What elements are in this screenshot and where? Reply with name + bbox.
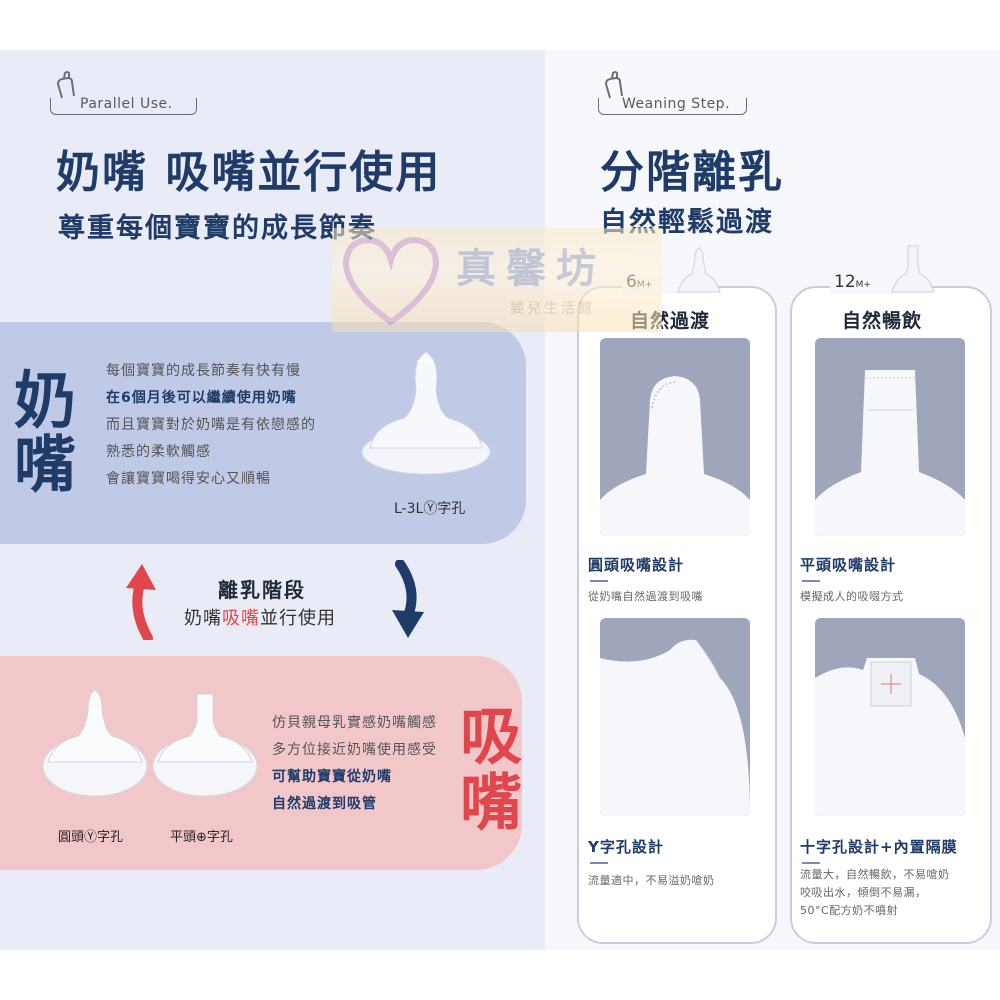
up-arrow-icon (126, 564, 156, 640)
card-12m-feature2-desc-1: 流量大，自然暢飲，不易嗆奶 (800, 868, 950, 881)
nipple-product-image (361, 351, 491, 475)
card-12m-feature2-title: 十字孔設計+內置隔膜 (800, 838, 958, 856)
spout-line-4: 自然過渡到吸管 (272, 796, 377, 812)
flat-spout-photo (815, 338, 965, 536)
store-watermark: 真馨坊 嬰兒生活館 (332, 228, 662, 332)
nipple-line-1: 每個寶寶的成長節奏有快有慢 (106, 363, 301, 379)
spout-big-char-1: 吸 (460, 700, 523, 773)
transition-nipple: 奶嘴 (184, 608, 222, 629)
divider (802, 580, 820, 582)
round-spout-photo (600, 338, 750, 536)
card-12m-feature1-desc: 模擬成人的吸啜方式 (800, 590, 904, 603)
transition-spout: 吸嘴 (222, 608, 260, 629)
nipple-line-5: 會讓寶寶喝得安心又順暢 (106, 471, 271, 487)
flat-spout-thumbnail (891, 245, 935, 293)
tag-underline (50, 98, 197, 115)
card-6m-feature2-desc: 流量適中，不易溢奶嗆奶 (588, 874, 715, 887)
card-12m-feature2-desc: 流量大，自然暢飲，不易嗆奶 咬吸出水，傾倒不易漏， 50°C配方奶不噴射 (800, 866, 950, 920)
left-title: 奶嘴 吸嘴並行使用 (56, 147, 442, 198)
spout-line-3: 可幫助寶寶從奶嘴 (272, 769, 392, 785)
transition-subtitle: 奶嘴吸嘴並行使用 (184, 604, 336, 630)
card-6m-feature1-title: 圓頭吸嘴設計 (588, 556, 685, 574)
round-spout-label: 圓頭Ⓨ字孔 (58, 830, 124, 845)
flat-spout-image (152, 693, 258, 797)
nipple-description: 每個寶寶的成長節奏有快有慢 在6個月後可以繼續使用奶嘴 而且寶寶對於奶嘴是有依戀… (106, 358, 316, 493)
card-12m-feature1-title: 平頭吸嘴設計 (800, 556, 897, 574)
flat-spout-label: 平頭⊕字孔 (170, 830, 233, 845)
card-6m-feature2-title: Y字孔設計 (588, 838, 664, 856)
nipple-big-char-2: 嘴 (14, 428, 77, 501)
left-subtitle: 尊重每個寶寶的成長節奏 (58, 213, 377, 244)
down-arrow-icon (392, 560, 424, 638)
nipple-line-4: 熟悉的柔軟觸感 (106, 444, 211, 460)
watermark-brand: 真馨坊 (456, 245, 606, 292)
divider (590, 862, 608, 864)
divider (802, 862, 820, 864)
spout-description: 仿貝親母乳實感奶嘴觸感 多方位接近奶嘴使用感受 可幫助寶寶從奶嘴 自然過渡到吸管 (272, 710, 437, 818)
spout-big-char-2: 嘴 (460, 766, 523, 839)
nipple-product-label: L-3LⓎ字孔 (394, 501, 466, 517)
age-badge-bg (830, 268, 894, 294)
parallel-use-tag: Parallel Use. (80, 96, 173, 112)
transition-parallel: 並行使用 (260, 608, 336, 629)
nipple-line-3: 而且寶寶對於奶嘴是有依戀感的 (106, 417, 316, 433)
card-12m-feature2-desc-2: 咬吸出水，傾倒不易漏， (800, 886, 927, 899)
nipple-big-char-1: 奶 (14, 364, 77, 437)
nipple-line-2: 在6個月後可以繼續使用奶嘴 (106, 390, 297, 406)
tag-underline (598, 98, 747, 115)
card-12m-feature2-desc-3: 50°C配方奶不噴射 (800, 904, 899, 917)
card-6m-feature1-desc: 從奶嘴自然過渡到吸嘴 (588, 590, 703, 603)
weaning-step-tag: Weaning Step. (622, 96, 731, 112)
divider (590, 580, 608, 582)
watermark-sub: 嬰兒生活館 (510, 301, 595, 317)
round-spout-thumbnail (677, 247, 721, 293)
baby-bottle-icon (56, 71, 75, 99)
spout-line-1: 仿貝親母乳實感奶嘴觸感 (272, 715, 437, 731)
baby-bottle-icon (604, 71, 623, 99)
card-12m-title: 自然暢飲 (842, 310, 923, 332)
round-spout-image (42, 689, 148, 797)
heart-logo-icon (342, 236, 440, 326)
transition-title: 離乳階段 (218, 578, 306, 602)
right-title: 分階離乳 (600, 147, 784, 198)
age-12m: 12M+ (834, 272, 871, 292)
spout-line-2: 多方位接近奶嘴使用感受 (272, 742, 437, 758)
cross-hole-photo (815, 618, 965, 816)
y-hole-photo (600, 618, 750, 816)
